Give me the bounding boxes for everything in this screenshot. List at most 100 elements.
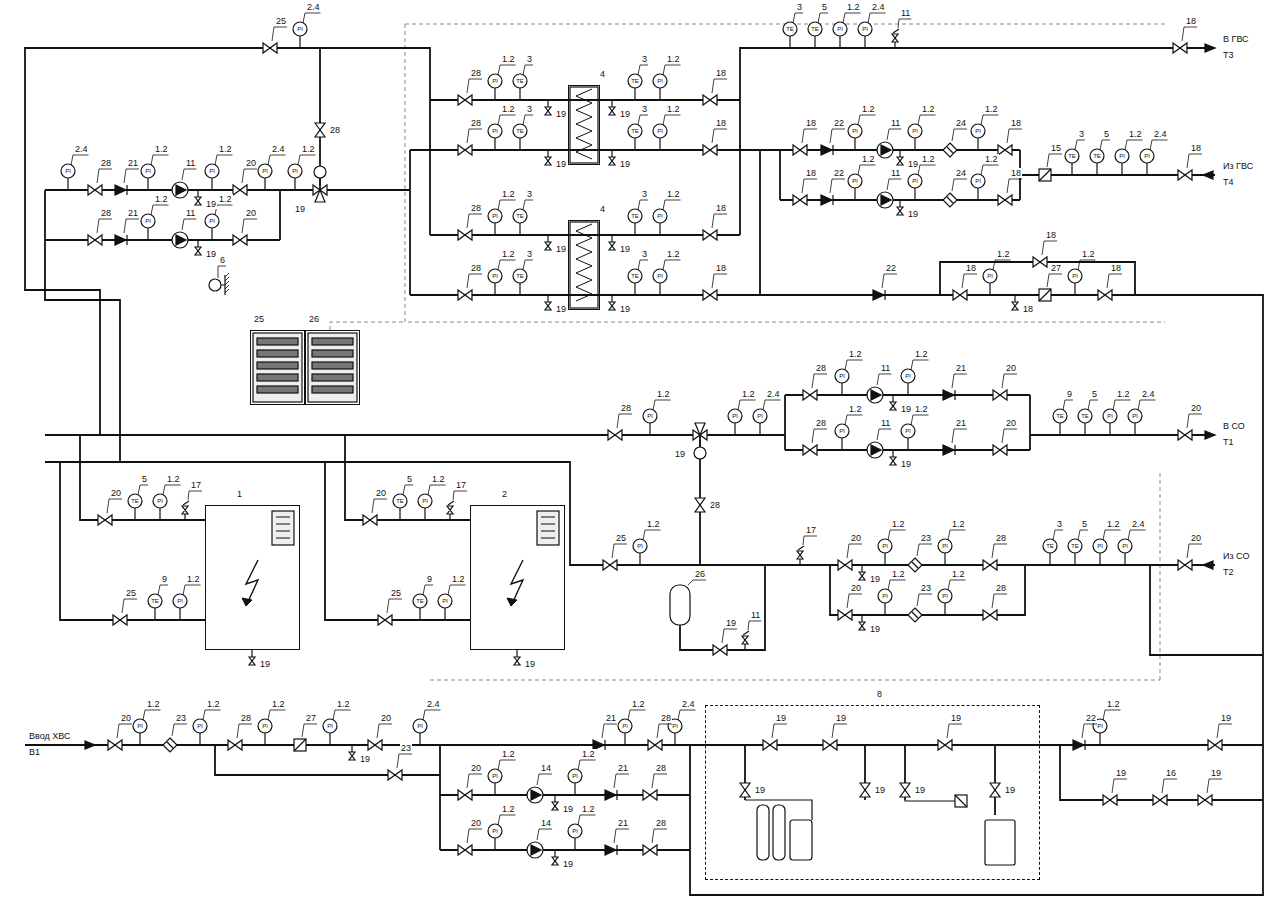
leader-line — [498, 260, 516, 270]
callout-number: 21 — [617, 763, 629, 773]
leader-line — [652, 829, 667, 843]
callout-number: 1.2 — [206, 699, 221, 709]
pipe — [45, 190, 120, 462]
callout-number: 19 — [555, 304, 567, 314]
gauge-stem — [294, 178, 295, 190]
drain-valve — [195, 247, 201, 255]
instrument-bubble — [848, 174, 862, 188]
gauge-stem — [147, 228, 148, 240]
gate-valve — [368, 740, 382, 750]
drain-valve — [514, 657, 520, 665]
callout-number: 1.2 — [501, 104, 516, 114]
pipe-label: Т3 — [1222, 50, 1235, 60]
gauge-stem — [494, 88, 495, 100]
instrument-tag: PI — [297, 26, 303, 33]
gate-valve — [763, 740, 777, 750]
panel-row — [541, 538, 555, 539]
gate-valve — [838, 610, 852, 620]
gate-valve — [458, 145, 472, 155]
gate-valve — [703, 145, 717, 155]
leader-line — [614, 829, 629, 843]
callout-number: 22 — [885, 263, 897, 273]
gauge-stem — [419, 733, 420, 745]
cabinet-door — [253, 333, 302, 402]
leader-line — [182, 169, 196, 180]
leader-line — [948, 530, 966, 540]
callout-number: 1.2 — [501, 749, 516, 759]
plate-pack — [570, 222, 598, 308]
instrument-bubble — [488, 124, 502, 138]
instrument-tag: PI — [572, 828, 578, 835]
three-way-port — [695, 423, 705, 435]
vent-stem — [744, 644, 745, 650]
gate-valve — [388, 770, 402, 780]
callout-number: 28 — [655, 818, 667, 828]
callout-number: 19 — [775, 713, 787, 723]
control-cabinet: 25 — [250, 330, 305, 405]
instrument-bubble — [971, 174, 985, 188]
flow-arrow — [85, 741, 95, 749]
callout-number: 1.2 — [501, 189, 516, 199]
leader-line — [1138, 400, 1156, 410]
drain-stem — [611, 100, 612, 107]
instrument-tag: PI — [417, 723, 423, 730]
leader-line — [712, 79, 727, 93]
pump-arrow — [881, 145, 891, 155]
leader-line — [303, 13, 321, 23]
callout-number: 1.2 — [666, 54, 681, 64]
instrument-bubble — [633, 539, 647, 553]
callout-number: 20 — [375, 488, 387, 498]
leader-line — [917, 544, 932, 556]
callout-number: 2.4 — [681, 699, 696, 709]
instrument-tag: PI — [157, 498, 163, 505]
gate-valve — [378, 615, 392, 625]
gauge-stem — [399, 508, 400, 520]
leader-line — [1217, 724, 1232, 738]
leader-line — [858, 165, 876, 175]
callout-number: 19 — [294, 204, 306, 214]
callout-number: 1.2 — [501, 54, 516, 64]
instrument-bubble — [808, 22, 822, 36]
gate-valve — [608, 430, 622, 440]
leader-line — [523, 115, 533, 125]
leader-line — [657, 724, 672, 738]
gauge-stem — [519, 283, 520, 295]
callout-number: 20 — [110, 488, 122, 498]
callout-number: 1.2 — [271, 699, 286, 709]
leader-line — [917, 594, 932, 606]
panel-row — [541, 517, 555, 518]
instrument-tag: TE — [416, 598, 424, 605]
gate-valve — [983, 560, 997, 570]
callout-number: 28 — [470, 68, 482, 78]
callout-number: 1.2 — [646, 519, 661, 529]
callout-number: 3 — [641, 104, 648, 114]
check-valve — [115, 235, 126, 245]
gate-valve — [1178, 560, 1192, 570]
instrument-bubble — [971, 124, 985, 138]
leader-line — [653, 400, 671, 410]
instrument-bubble — [205, 164, 219, 178]
electric-boiler: 2 — [470, 505, 565, 650]
instrument-bubble — [628, 124, 642, 138]
leader-line — [498, 65, 516, 75]
callout-number: 18 — [715, 203, 727, 213]
gauge-stem — [1049, 553, 1050, 565]
gauge-stem — [1074, 553, 1075, 565]
gauge-stem — [1084, 423, 1085, 435]
instrument-tag: PI — [137, 723, 143, 730]
instrument-bubble — [835, 369, 849, 383]
pipe — [784, 395, 786, 450]
pipe-label: Из СО — [1222, 551, 1250, 561]
instrument-tag: TE — [631, 78, 639, 85]
check-valve — [605, 845, 616, 855]
valve-vertical — [740, 783, 750, 797]
check-valve-seat — [616, 845, 617, 855]
wall-hatch — [225, 285, 229, 289]
instrument-tag: PI — [209, 218, 215, 225]
callout-number: 1.2 — [951, 569, 966, 579]
gauge-stem — [211, 228, 212, 240]
callout-number: 18 — [965, 263, 977, 273]
gauge-stem — [159, 508, 160, 520]
check-valve — [873, 290, 884, 300]
instrument-tag: PI — [1119, 153, 1125, 160]
